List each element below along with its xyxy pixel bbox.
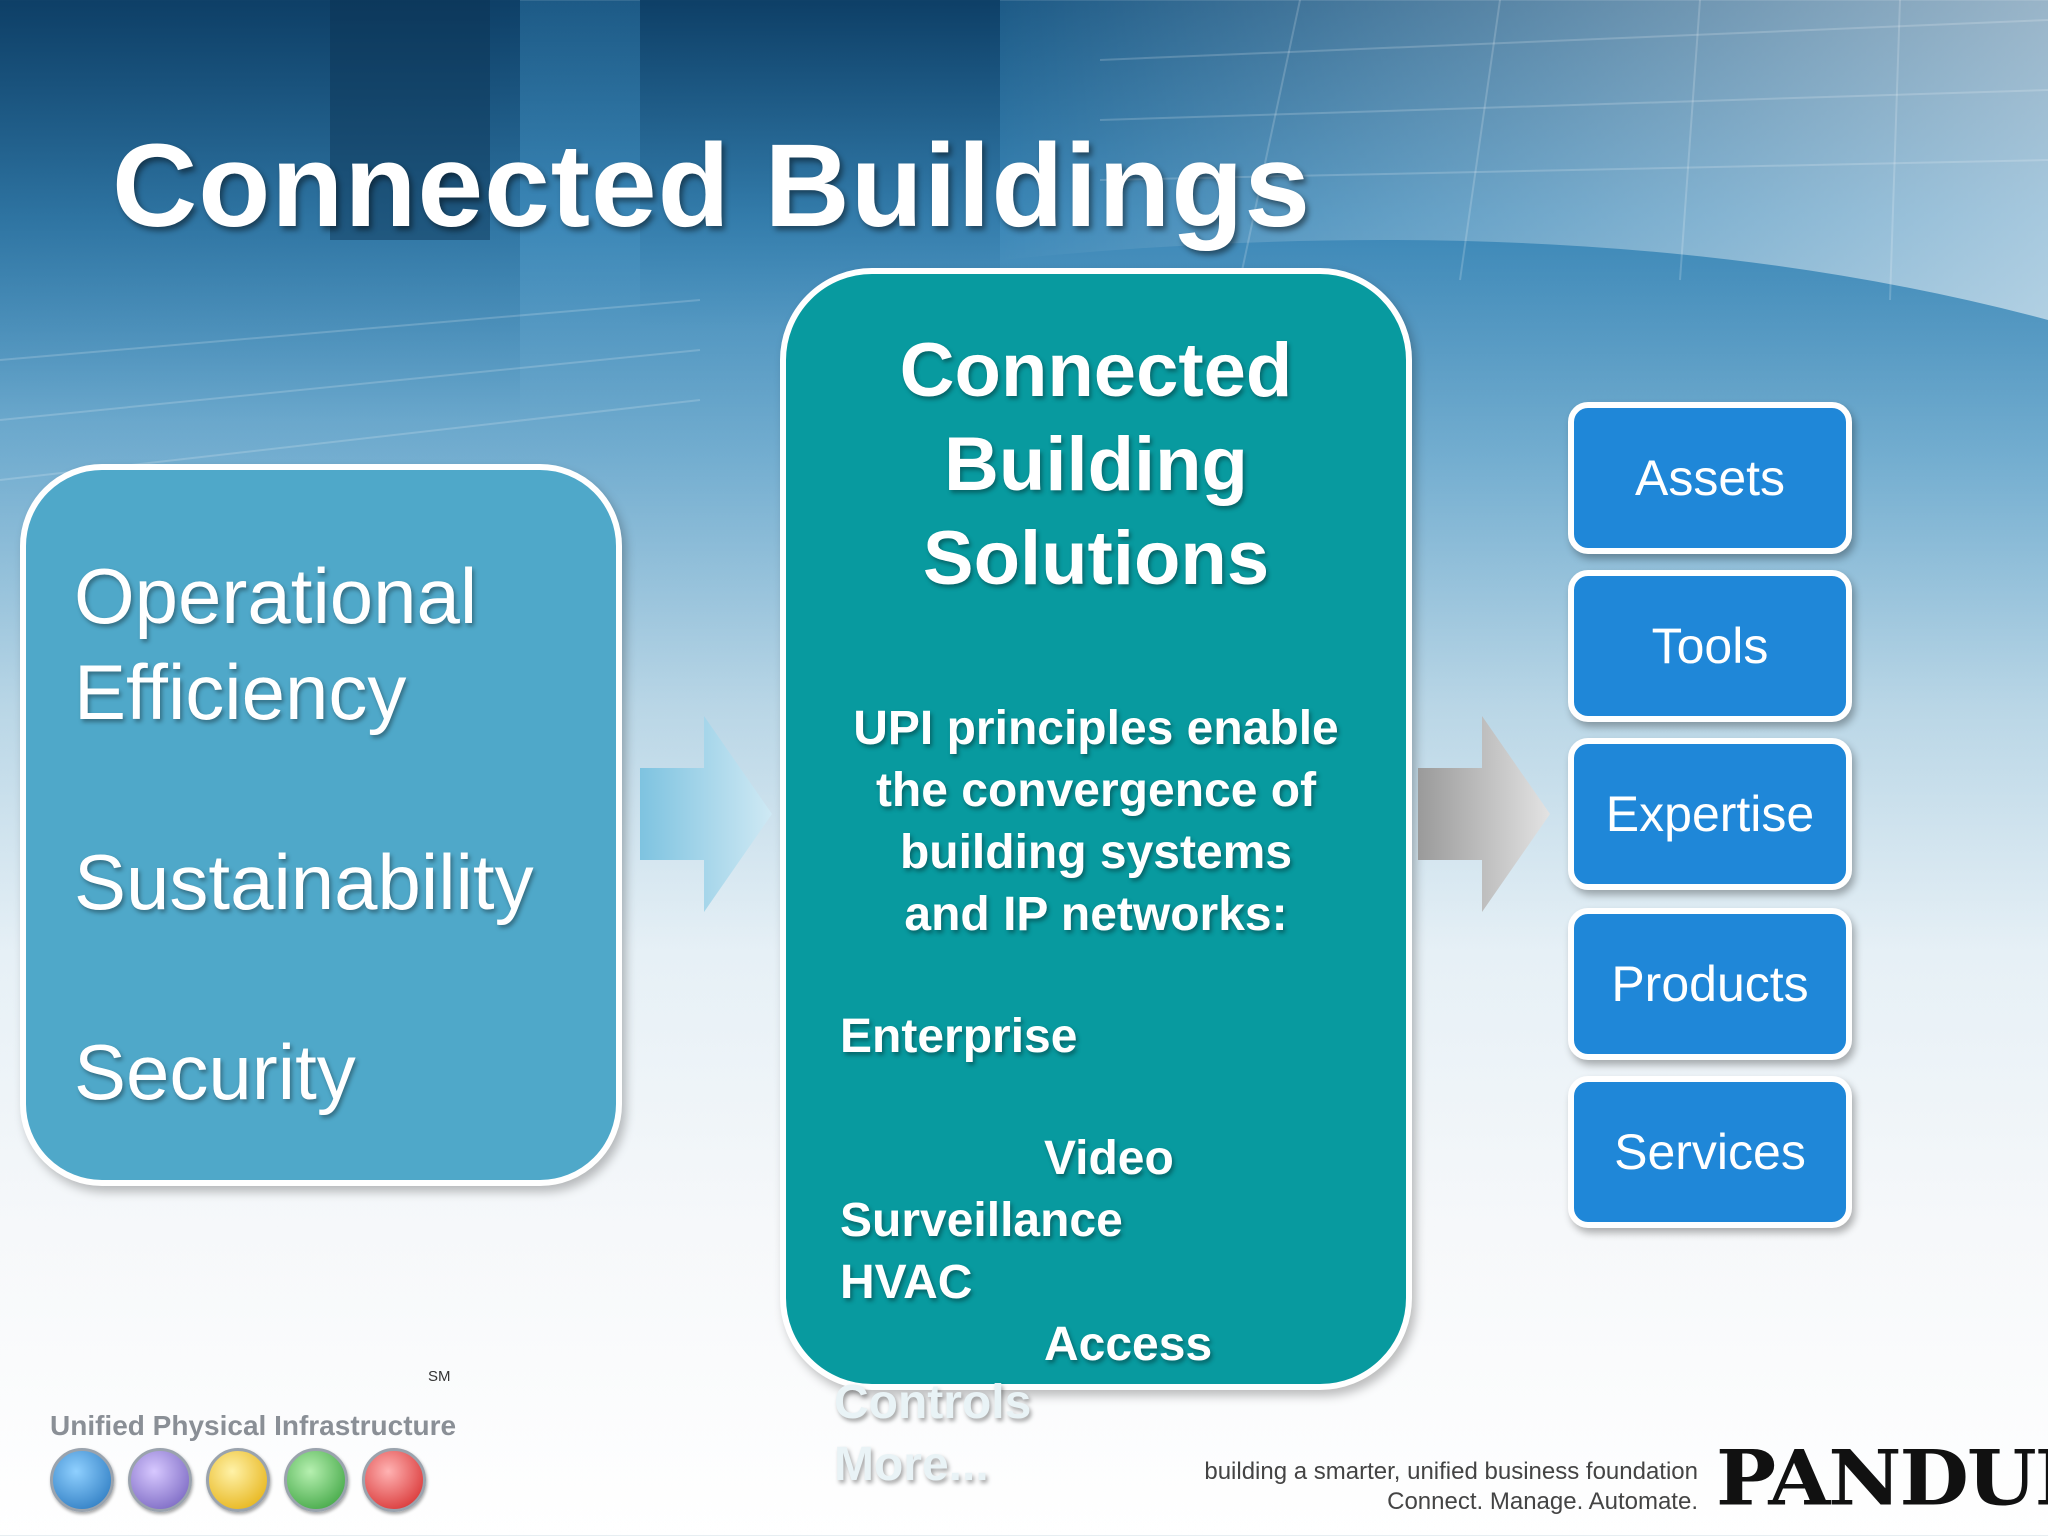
benefit-efficiency: Efficiency — [74, 648, 407, 736]
benefit-operational: Operational — [74, 552, 478, 640]
system-controls: Controls — [834, 1376, 1032, 1429]
slide-title: Connected Buildings — [112, 120, 1311, 252]
system-more: More... — [834, 1438, 989, 1491]
heading-line: Building — [944, 422, 1248, 507]
benefit-security: Security — [74, 1028, 356, 1116]
upi-icon-row — [50, 1448, 440, 1512]
yellow-circle-icon — [206, 1448, 270, 1512]
solutions-description: UPI principles enable the convergence of… — [806, 698, 1386, 946]
solutions-heading: Connected Building Solutions — [786, 324, 1406, 606]
benefits-panel: Operational Efficiency Sustainability Se… — [20, 464, 622, 1186]
description-line: UPI principles enable — [853, 702, 1339, 755]
system-video: Video — [1044, 1132, 1174, 1185]
system-surveillance: Surveillance — [840, 1194, 1123, 1247]
benefit-sustainability: Sustainability — [74, 838, 534, 926]
products-button[interactable]: Products — [1568, 908, 1852, 1060]
service-mark: SM — [428, 1368, 451, 1385]
arrow-right-icon — [1418, 716, 1550, 912]
description-line: the convergence of — [875, 764, 1317, 817]
blue-circle-icon — [50, 1448, 114, 1512]
tagline-line1: building a smarter, unified business fou… — [1204, 1458, 1698, 1485]
system-enterprise: Enterprise — [840, 1010, 1078, 1063]
heading-line: Connected — [899, 328, 1293, 413]
tagline-line2: Connect. Manage. Automate. — [1387, 1488, 1698, 1515]
system-hvac: HVAC — [840, 1256, 973, 1309]
panduit-logo: PANDUIT® — [1716, 1440, 2048, 1516]
tagline: building a smarter, unified business fou… — [1204, 1457, 1698, 1517]
heading-line: Solutions — [922, 516, 1270, 601]
logo-text: PANDUIT — [1716, 1433, 2048, 1523]
red-lock-icon — [362, 1448, 426, 1512]
arrow-right-icon — [640, 716, 772, 912]
system-access: Access — [1044, 1318, 1213, 1371]
green-circle-icon — [284, 1448, 348, 1512]
expertise-button[interactable]: Expertise — [1568, 738, 1852, 890]
solutions-panel: Connected Building Solutions UPI princip… — [780, 268, 1412, 1390]
purple-circle-icon — [128, 1448, 192, 1512]
tools-button[interactable]: Tools — [1568, 570, 1852, 722]
services-button[interactable]: Services — [1568, 1076, 1852, 1228]
upi-label: Unified Physical Infrastructure — [50, 1410, 457, 1441]
assets-button[interactable]: Assets — [1568, 402, 1852, 554]
description-line: and IP networks: — [904, 888, 1288, 941]
description-line: building systems — [899, 826, 1293, 879]
